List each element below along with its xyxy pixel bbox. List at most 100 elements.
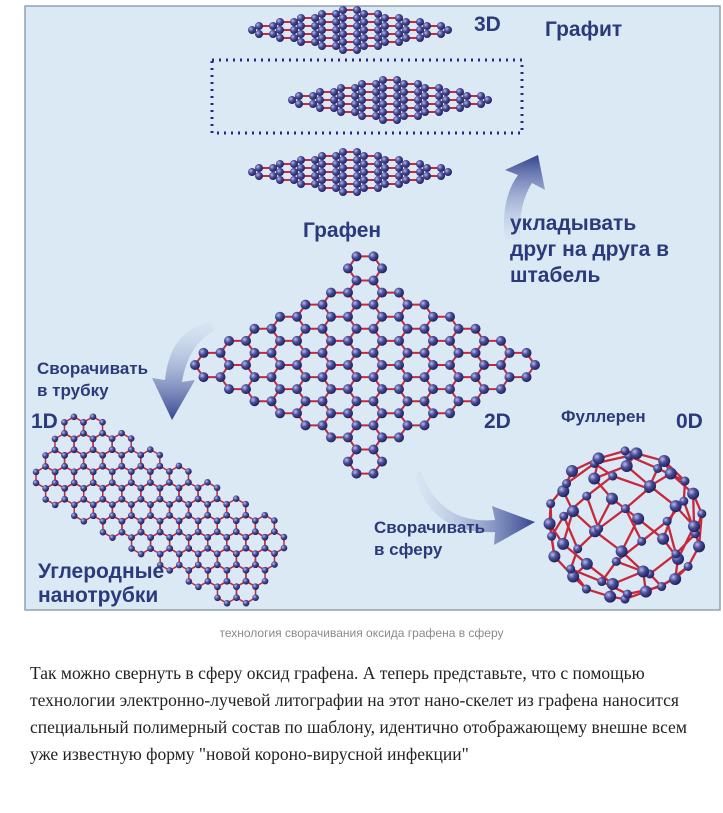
fullerene-atom	[658, 454, 671, 467]
graphite-layer-2-atom	[414, 87, 422, 96]
graphite-layer-3-atom	[318, 151, 326, 160]
graphite-layer-1-atom	[332, 26, 340, 34]
graphene-sheet-atom	[343, 432, 353, 443]
nanotube-atom	[213, 484, 221, 492]
graphene-sheet-atom	[428, 384, 438, 395]
nanotube-atom	[242, 511, 250, 519]
nanotube-atom	[271, 517, 278, 524]
graphite-layer-2-atom	[435, 83, 443, 92]
fullerene-atom	[580, 557, 593, 570]
fullerene-atom	[581, 584, 591, 594]
graphite-layer-2-atom	[379, 83, 387, 92]
graphite-layer-2-atom	[484, 96, 492, 104]
graphite-layer-2-atom	[421, 91, 429, 100]
fullerene-atom	[608, 471, 618, 481]
nanotube-atom	[185, 479, 192, 486]
fullerene-atom	[688, 520, 701, 533]
nanotube-atom	[271, 528, 278, 535]
graphene-sheet-atom	[419, 372, 430, 383]
fullerene-atom	[566, 564, 576, 574]
graphite-layer-3-atom	[311, 155, 319, 164]
fullerene-bond	[586, 475, 614, 498]
fullerene-atom	[566, 505, 579, 518]
graphene-sheet-atom	[470, 323, 481, 334]
graphite-layer-1-atom	[423, 21, 431, 30]
graphite-layer-3-atom	[395, 163, 403, 172]
nanotube-atom	[99, 517, 107, 525]
nanotube-atom	[137, 462, 145, 470]
graphene-sheet-atom	[521, 347, 532, 358]
graphene-sheet-atom	[300, 323, 311, 334]
nanotube-atom	[242, 566, 250, 574]
graphite-layer-1-atom	[297, 21, 305, 30]
fullerene-atom	[632, 512, 645, 525]
graphite-layer-1-atom	[290, 26, 298, 34]
graphite-layer-3-atom	[248, 168, 256, 176]
nanotube-atom	[213, 528, 221, 536]
nanotube-atom	[127, 435, 135, 442]
nanotube-atom	[109, 534, 116, 541]
graphene-sheet-atom	[402, 396, 413, 407]
graphene-sheet-atom	[377, 432, 387, 443]
fullerene-atom	[567, 570, 580, 583]
fullerene-atom	[611, 556, 621, 566]
graphene-sheet-atom	[198, 347, 209, 358]
nanotube-atom	[89, 479, 97, 487]
nanotube-atom	[185, 567, 193, 574]
nanotube-atom	[108, 435, 116, 442]
nanotube-atom	[80, 517, 88, 525]
graphene-sheet-atom	[300, 396, 311, 407]
nanotube-atom	[61, 463, 68, 470]
nanotube-atom	[127, 446, 135, 453]
graphite-layer-1-atom	[353, 13, 361, 22]
graphite-layer-2-atom	[463, 100, 471, 109]
graphene-sheet-atom	[445, 335, 455, 346]
graphene-sheet-atom	[275, 335, 285, 346]
graphene-sheet-atom	[249, 372, 260, 383]
graphite-layer-3-atom	[360, 168, 368, 176]
nanotube-atom	[166, 512, 173, 519]
graphite-layer-1-atom	[402, 26, 410, 34]
graphite-layer-2-atom	[379, 108, 387, 117]
graphite-layer-1-atom	[339, 38, 347, 47]
graphite-layer-1-atom	[360, 9, 368, 18]
graphite-layer-3-atom	[311, 172, 319, 181]
nanotube-atom	[156, 561, 164, 569]
graphite-layer-2-atom	[358, 104, 366, 113]
nanotube-atom	[214, 550, 221, 558]
fullerene-atom	[543, 517, 556, 530]
nanotube-atom	[233, 594, 240, 602]
graphite-layer-1-atom	[332, 34, 340, 43]
graphite-layer-3-atom	[423, 163, 431, 172]
fullerene-atom	[562, 479, 572, 489]
graphene-sheet-atom	[445, 408, 455, 419]
nanotube-atom	[51, 446, 59, 454]
nanotube-atom	[147, 534, 154, 541]
fullerene-atom	[662, 516, 672, 526]
nanotube-atom	[166, 501, 173, 508]
graphite-layer-3-atom	[269, 163, 277, 172]
fullerene-atom	[622, 589, 632, 599]
nanotube-atom	[108, 468, 116, 475]
graphene-sheet-atom	[215, 347, 226, 358]
graphene-sheet-atom	[368, 323, 379, 334]
graphene-sheet-atom	[241, 384, 251, 395]
graphite-layer-1-atom	[332, 42, 340, 51]
graphite-layer-1-atom	[444, 26, 452, 34]
nanotube-atom	[242, 500, 250, 508]
nanotube-atom	[118, 462, 126, 470]
nanotube-atom	[61, 419, 68, 426]
fullerene-atom	[680, 476, 690, 486]
label-3d: 3D	[474, 13, 501, 36]
graphene-sheet-atom	[275, 408, 285, 419]
graphite-layer-3-atom	[437, 172, 445, 181]
graphene-sheet-atom	[275, 311, 285, 322]
graphene-sheet-atom	[266, 372, 277, 383]
graphene-sheet-atom	[453, 347, 464, 358]
nanotube-atom	[214, 594, 221, 602]
nanotube-atom	[42, 452, 49, 459]
graphite-layer-1-atom	[290, 34, 298, 43]
graphite-layer-3-atom	[402, 168, 410, 176]
fullerene-atom	[559, 511, 569, 521]
nanotube-atom	[147, 512, 154, 519]
